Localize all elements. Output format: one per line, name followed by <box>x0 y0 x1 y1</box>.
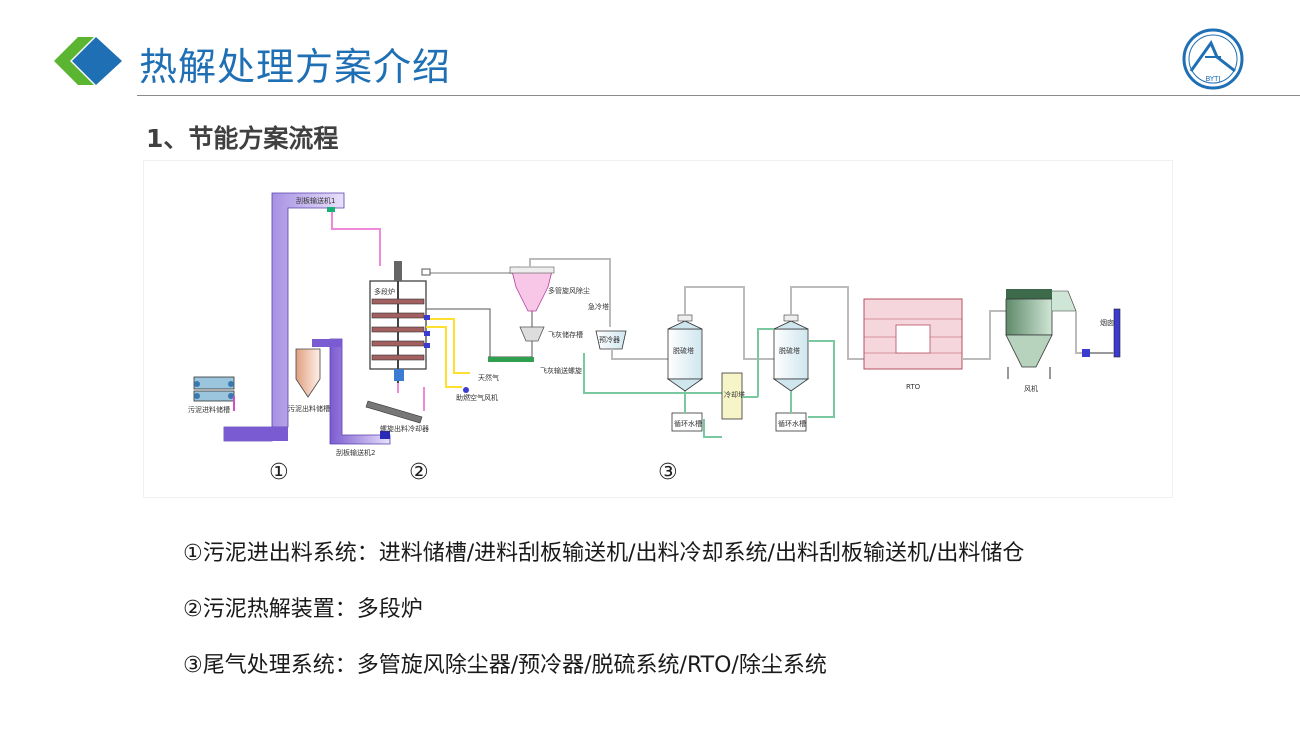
note-1: ①污泥进出料系统：进料储槽/进料刮板输送机/出料冷却系统/出料刮板输送机/出料储… <box>183 541 1025 566</box>
rto-unit: RTO <box>863 298 963 391</box>
bag-filter: 风机 <box>1005 289 1077 393</box>
university-emblem-icon: BYTJ <box>1182 28 1244 90</box>
scraper-conveyor-2: 刮板输送机2 <box>312 338 391 457</box>
scraper-conveyor-1: 刮板输送机1 <box>223 192 345 442</box>
label-ash-screw: 飞灰输送螺旋 <box>540 366 582 375</box>
desulfurization-tower-1: 脱硫塔 <box>666 314 704 392</box>
label-tank-2: 循环水槽 <box>778 419 806 428</box>
multi-stage-furnace: 多段炉 <box>369 261 427 383</box>
label-spiral: 螺旋出料冷却器 <box>380 424 429 433</box>
note-3: ③尾气处理系统：多管旋风除尘器/预冷器/脱硫系统/RTO/除尘系统 <box>183 653 827 678</box>
chimney: 烟囱 <box>1090 308 1121 358</box>
label-gas: 天然气 <box>478 373 499 382</box>
label-cyclone: 多管旋风除尘 <box>548 286 590 295</box>
label-conveyor-2: 刮板输送机2 <box>336 448 375 457</box>
emblem-text: BYTJ <box>1205 75 1220 83</box>
label-fan: 风机 <box>1024 384 1038 393</box>
label-chimney: 烟囱 <box>1100 318 1114 327</box>
note-2: ②污泥热解装置：多段炉 <box>183 597 423 622</box>
spiral-discharge-cooler: 螺旋出料冷却器 <box>365 400 429 433</box>
feed-tank: 污泥进料储槽 <box>188 376 235 414</box>
circulation-tank-2: 循环水槽 <box>775 412 807 432</box>
storage-silo: 污泥出料储槽 <box>288 348 330 413</box>
label-tower-2: 脱硫塔 <box>779 346 800 355</box>
stage-number-1: ① <box>269 460 289 485</box>
label-furnace: 多段炉 <box>374 287 395 296</box>
label-cooler: 冷却塔 <box>724 390 745 399</box>
label-storage: 污泥出料储槽 <box>288 404 330 413</box>
label-tower-1: 脱硫塔 <box>673 346 694 355</box>
section-subtitle: 1、节能方案流程 <box>146 124 339 153</box>
precooler: 急冷塔 预冷器 <box>588 302 627 350</box>
stage-number-3: ③ <box>658 460 678 485</box>
system-notes: ①污泥进出料系统：进料储槽/进料刮板输送机/出料冷却系统/出料刮板输送机/出料储… <box>183 538 1024 706</box>
cooling-tower: 冷却塔 <box>721 372 745 420</box>
title-divider <box>137 95 1300 96</box>
label-conveyor-1: 刮板输送机1 <box>296 196 335 205</box>
diamond-logo-icon <box>54 37 122 85</box>
multi-tube-cyclone: 多管旋风除尘 飞灰储存槽 飞灰输送螺旋 <box>488 266 590 375</box>
process-flow-diagram: 污泥进料储槽 刮板输送机1 污泥出料储槽 刮板输送机2 多段炉 <box>144 161 1172 497</box>
page-title: 热解处理方案介绍 <box>139 45 452 89</box>
stage-number-2: ② <box>409 460 429 485</box>
label-precooler: 预冷器 <box>599 335 620 344</box>
circulation-tank-1: 循环水槽 <box>671 412 703 432</box>
label-air-fan: 助燃空气风机 <box>456 393 498 402</box>
label-rto: RTO <box>906 383 921 391</box>
desulfurization-tower-2: 脱硫塔 <box>772 314 810 392</box>
label-ash-tank: 飞灰储存槽 <box>548 330 583 339</box>
label-precooler-top: 急冷塔 <box>588 302 609 311</box>
label-feed-tank: 污泥进料储槽 <box>188 405 230 414</box>
label-tank-1: 循环水槽 <box>674 419 702 428</box>
